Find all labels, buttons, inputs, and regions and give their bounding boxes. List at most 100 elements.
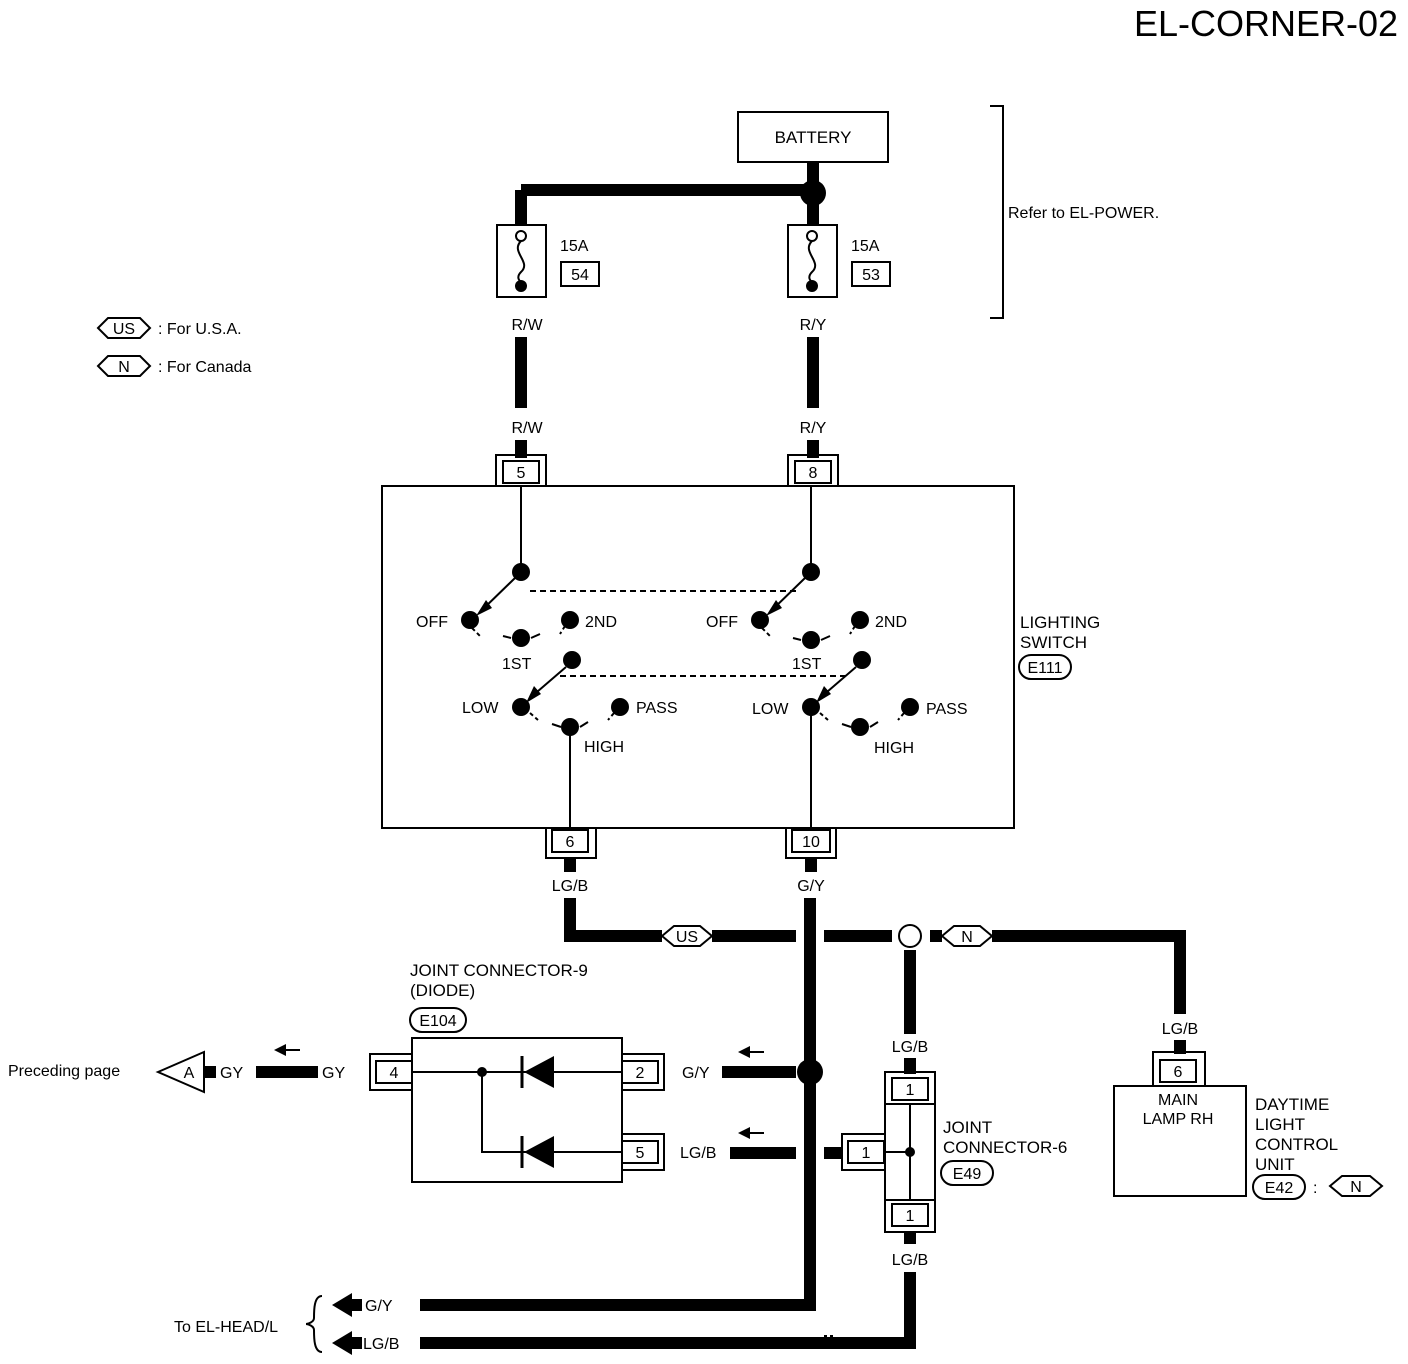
refer-bracket [990, 105, 1004, 319]
jc9-connector: E104 [419, 1013, 456, 1030]
daytime-label-4: UNIT [1255, 1155, 1295, 1174]
right-low-label: LOW [752, 701, 789, 718]
legend-us-tag: US [113, 321, 135, 338]
svg-text:1: 1 [862, 1145, 871, 1162]
daytime-connector: E42 [1265, 1180, 1294, 1197]
battery-splice [800, 180, 826, 206]
svg-text:1: 1 [906, 1208, 915, 1225]
right-1st-label: 1ST [792, 656, 822, 673]
fuse53-rating: 15A [851, 238, 880, 255]
svg-text:5: 5 [517, 465, 526, 482]
lgb-to-head-wire [420, 1272, 916, 1349]
to-head-arrow-gy [332, 1293, 352, 1317]
legend-n-text: : For Canada [158, 359, 251, 376]
to-head-brace [305, 1295, 323, 1353]
main-lamp-line1: MAIN [1158, 1092, 1198, 1109]
daytime-unit-box [1113, 1085, 1247, 1197]
left-off-label: OFF [416, 614, 448, 631]
jc6-left-pin: 1 [841, 1133, 885, 1171]
jc9-pin-5: 5 [621, 1133, 665, 1171]
daytime-label-2: LIGHT [1255, 1115, 1305, 1134]
lgb-us-wire [564, 898, 662, 942]
svg-text:N: N [961, 929, 973, 946]
battery-box [737, 111, 889, 163]
switch-pin-5: 5 [495, 454, 547, 486]
svg-text:8: 8 [809, 465, 818, 482]
daytime-feed-wire [992, 930, 1186, 1014]
legend-us-text: : For U.S.A. [158, 321, 242, 338]
preceding-marker-letter: A [184, 1065, 195, 1082]
wire-label-gy-far-left: GY [220, 1065, 243, 1082]
daytime-label-3: CONTROL [1255, 1135, 1338, 1154]
lighting-switch-box [381, 485, 1015, 829]
gy-trunk-wire [420, 898, 816, 1311]
wire-label-gy-jc9: G/Y [682, 1065, 710, 1082]
fuse-54: 15A 54 [496, 224, 600, 298]
legend-n: N : For Canada [96, 355, 251, 377]
wire-label-gy-head: G/Y [365, 1298, 393, 1315]
left-2nd-label: 2ND [585, 614, 617, 631]
wire-label-ry-top: R/Y [800, 317, 827, 334]
switch-pin-6: 6 [545, 828, 597, 859]
wire-label-rw-bottom: R/W [511, 420, 543, 437]
left-pass-label: PASS [636, 700, 678, 717]
to-head-label: To EL-HEAD/L [174, 1319, 278, 1336]
svg-text:US: US [676, 929, 698, 946]
lighting-switch-right-section: OFF 2ND 1ST LOW PASS HIGH [706, 486, 968, 828]
wire-label-lgb-jc6-bottom: LG/B [892, 1252, 928, 1269]
refer-note: Refer to EL-POWER. [1008, 205, 1159, 222]
wire-label-gy-left: GY [322, 1065, 345, 1082]
jc9-label-2: (DIODE) [410, 981, 475, 1000]
fuse54-rating: 15A [560, 238, 589, 255]
battery-label: BATTERY [775, 128, 852, 147]
jc9-pin-4: 4 [369, 1053, 413, 1091]
right-pass-label: PASS [926, 701, 968, 718]
legend-us: US : For U.S.A. [96, 317, 242, 339]
jc6-top-pin: 1 [884, 1071, 936, 1104]
wire-label-lgb-head: LG/B [363, 1336, 399, 1353]
legend-n-tag: N [118, 359, 130, 376]
right-2nd-label: 2ND [875, 614, 907, 631]
wire-label-gy-switch: G/Y [797, 878, 825, 895]
wire-label-lgb-jc6-top: LG/B [892, 1039, 928, 1056]
right-off-label: OFF [706, 614, 738, 631]
fuse53-number: 53 [862, 267, 880, 284]
fuse-53: 15A 53 [787, 224, 891, 298]
to-head-arrow-lgb [332, 1331, 352, 1355]
svg-text:6: 6 [1174, 1064, 1183, 1081]
us-tag-shape [96, 317, 152, 339]
svg-text:4: 4 [390, 1065, 399, 1082]
jc6-label-1: JOINT [943, 1118, 992, 1137]
diagram-title: EL-CORNER-02 [1134, 3, 1398, 44]
daytime-pin-6: 6 [1152, 1051, 1206, 1086]
left-1st-label: 1ST [502, 656, 532, 673]
wire-label-lgb-switch: LG/B [552, 878, 588, 895]
daytime-colon: : [1313, 1180, 1317, 1197]
svg-text:2: 2 [636, 1065, 645, 1082]
wire-label-rw-top: R/W [511, 317, 543, 334]
lighting-switch-left-section: OFF 2ND 1ST LOW PASS HIGH [416, 486, 678, 828]
wire-label-ry-bottom: R/Y [800, 420, 827, 437]
lighting-switch-name-1: LIGHTING [1020, 613, 1100, 632]
svg-text:6: 6 [566, 834, 575, 851]
svg-text:5: 5 [636, 1145, 645, 1162]
switch-pin-8: 8 [787, 454, 839, 486]
preceding-page-label: Preceding page [8, 1063, 120, 1080]
harness-splice-open [898, 924, 922, 948]
jc6-bottom-pin: 1 [884, 1200, 936, 1233]
diode-upper-icon [520, 1056, 554, 1088]
svg-text:10: 10 [802, 834, 820, 851]
diode-lower-icon [520, 1136, 554, 1168]
gy-splice [797, 1059, 823, 1085]
main-lamp-line2: LAMP RH [1143, 1111, 1214, 1128]
svg-text:1: 1 [906, 1082, 915, 1099]
left-high-label: HIGH [584, 739, 624, 756]
fuse54-number: 54 [571, 267, 589, 284]
switch-pin-10: 10 [785, 828, 837, 859]
left-low-label: LOW [462, 700, 499, 717]
lighting-switch-connector: E111 [1028, 660, 1063, 677]
daytime-n-tag: N [1350, 1179, 1362, 1196]
wire-label-lgb-jc9: LG/B [680, 1145, 716, 1162]
right-high-label: HIGH [874, 740, 914, 757]
